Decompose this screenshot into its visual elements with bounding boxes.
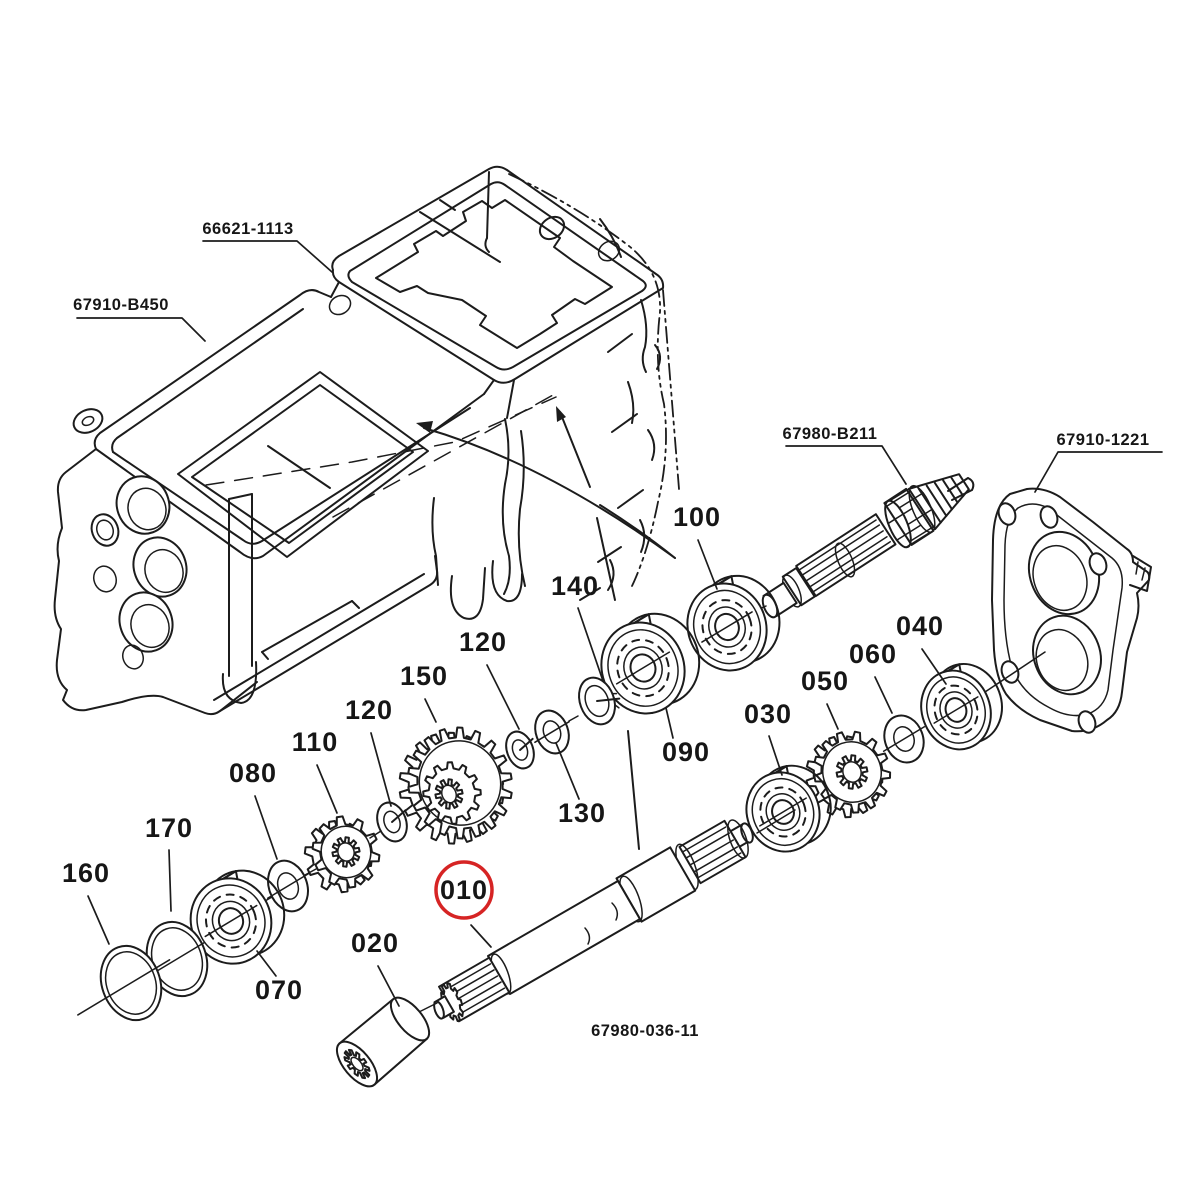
callout-130[interactable]: 130 [555, 742, 606, 828]
callout-number[interactable]: 060 [849, 639, 897, 669]
part-number-text[interactable]: 66621-1113 [202, 220, 293, 238]
callout-number[interactable]: 150 [400, 661, 448, 691]
seal-ring-170 [145, 920, 209, 998]
callout-number[interactable]: 140 [551, 571, 599, 601]
callout-number[interactable]: 130 [558, 798, 606, 828]
callout-number[interactable]: 160 [62, 858, 110, 888]
callout-number[interactable]: 090 [662, 737, 710, 767]
exploded-parts [77, 473, 1152, 1088]
callout-010-selected[interactable]: 010 [434, 860, 494, 948]
callout-number[interactable]: 120 [345, 695, 393, 725]
callout-120[interactable]: 120 [345, 695, 393, 807]
assembly-direction-arrows [416, 406, 676, 850]
callout-170[interactable]: 170 [145, 813, 193, 912]
part-number-67980-B211[interactable]: 67980-B211 [783, 425, 907, 485]
callout-number[interactable]: 110 [292, 727, 339, 757]
part-number-text[interactable]: 67910-1221 [1056, 431, 1149, 449]
callout-160[interactable]: 160 [62, 858, 110, 945]
callout-030[interactable]: 030 [744, 699, 792, 776]
ball-bearing-040 [920, 662, 1003, 751]
seal-ring-160 [77, 944, 171, 1022]
gear-150-hub [422, 761, 482, 825]
circlip-120-left [376, 801, 408, 843]
callout-040[interactable]: 040 [896, 611, 947, 685]
callout-number[interactable]: 120 [459, 627, 507, 657]
callout-number[interactable]: 040 [896, 611, 944, 641]
callout-number[interactable]: 050 [801, 666, 849, 696]
drawing-number: 67980-036-11 [591, 1022, 699, 1040]
ball-bearing-090 [600, 612, 701, 715]
part-number-67910-B450[interactable]: 67910-B450 [73, 296, 206, 342]
washer-080 [266, 859, 310, 913]
side-cover-67910-1221 [972, 487, 1152, 734]
ball-bearing-070 [189, 869, 286, 965]
gear-shaft-010 [418, 819, 754, 1023]
snap-ring-140 [578, 676, 621, 726]
part-number-text[interactable]: 67910-B450 [73, 296, 169, 314]
gear-110 [303, 815, 381, 894]
washer-060 [882, 714, 926, 764]
thrust-washer-130 [534, 709, 570, 755]
callout-120[interactable]: 120 [459, 627, 520, 730]
red-highlight-circle [434, 860, 494, 920]
gear-050 [805, 730, 892, 819]
coupling-sleeve-020 [335, 996, 431, 1088]
ball-bearing-030 [745, 764, 832, 853]
callout-number[interactable]: 010 [440, 875, 488, 905]
callout-number[interactable]: 020 [351, 928, 399, 958]
circlip-120-right [505, 730, 535, 770]
callout-080[interactable]: 080 [229, 758, 278, 860]
callout-number[interactable]: 100 [673, 502, 721, 532]
input-shaft-67980-B211 [747, 473, 975, 619]
callout-number[interactable]: 080 [229, 758, 277, 788]
part-number-66621-1113[interactable]: 66621-1113 [202, 220, 333, 273]
labels: 67980-036-11 66621-1113 67910-B450 67980-B… [62, 220, 1163, 1040]
callout-070[interactable]: 070 [255, 950, 303, 1005]
part-number-67910-1221[interactable]: 67910-1221 [1034, 431, 1163, 493]
callout-number[interactable]: 030 [744, 699, 792, 729]
callout-number[interactable]: 070 [255, 975, 303, 1005]
callout-100[interactable]: 100 [673, 502, 721, 590]
callout-150[interactable]: 150 [400, 661, 448, 723]
ball-bearing-100 [686, 574, 781, 672]
callout-020[interactable]: 020 [351, 928, 400, 1007]
part-number-text[interactable]: 67980-B211 [783, 425, 878, 443]
callout-140[interactable]: 140 [551, 571, 604, 682]
callout-050[interactable]: 050 [801, 666, 849, 730]
callout-number[interactable]: 170 [145, 813, 193, 843]
transmission-case-drawing [53, 165, 680, 716]
callout-110[interactable]: 110 [292, 727, 339, 814]
callout-060[interactable]: 060 [849, 639, 897, 714]
callout-090[interactable]: 090 [662, 707, 710, 767]
